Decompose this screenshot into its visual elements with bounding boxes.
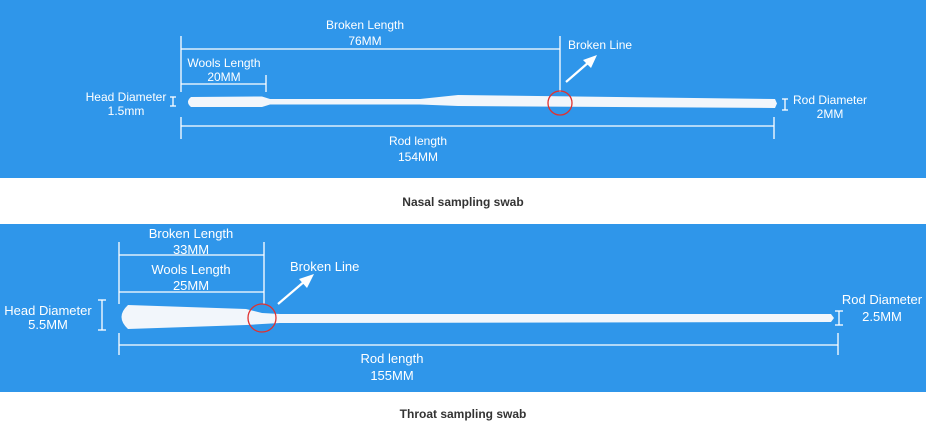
throat-swab-diagram: Broken Length 33MM Wools Length 25MM Bro… [4, 226, 923, 383]
nasal-head-diameter-marker [170, 96, 176, 107]
nasal-rod-diameter-marker [782, 98, 788, 111]
nasal-rod-length-label: Rod length [389, 134, 447, 148]
nasal-swab-diagram: Broken Length 76MM Wools Length 20MM Bro… [86, 18, 867, 164]
nasal-caption: Nasal sampling swab [402, 195, 524, 209]
nasal-broken-length-label: Broken Length [326, 18, 404, 32]
nasal-rod-length-value: 154MM [398, 150, 438, 164]
nasal-broken-line-marker [547, 90, 573, 116]
nasal-swab-shape [188, 95, 777, 108]
throat-rod-diameter-marker [835, 310, 843, 326]
nasal-swab-panel: Broken Length 76MM Wools Length 20MM Bro… [0, 0, 926, 178]
throat-head-diameter-label: Head Diameter [4, 303, 92, 318]
throat-broken-line-arrow-icon [277, 274, 314, 305]
nasal-broken-line-label: Broken Line [568, 38, 632, 52]
throat-broken-line-label: Broken Line [290, 259, 359, 274]
throat-caption: Throat sampling swab [399, 407, 527, 421]
throat-broken-length-dimension [118, 242, 265, 304]
nasal-head-diameter-value: 1.5mm [108, 104, 145, 118]
throat-rod-diameter-value: 2.5MM [862, 309, 902, 324]
throat-rod-length-value: 155MM [370, 368, 413, 383]
nasal-broken-length-value: 76MM [348, 34, 381, 48]
throat-rod-length-dimension [118, 333, 839, 355]
throat-swab-shape [121, 305, 834, 329]
nasal-wools-length-value: 20MM [207, 70, 240, 84]
throat-head-diameter-value: 5.5MM [28, 317, 68, 332]
nasal-broken-line-arrow-icon [565, 55, 597, 83]
nasal-rod-diameter-value: 2MM [817, 107, 844, 121]
throat-broken-length-label: Broken Length [149, 226, 234, 241]
nasal-rod-length-dimension [180, 117, 775, 139]
nasal-rod-diameter-label: Rod Diameter [793, 93, 867, 107]
throat-wools-length-label: Wools Length [151, 262, 230, 277]
throat-broken-line-marker [247, 303, 277, 333]
nasal-head-diameter-label: Head Diameter [86, 90, 167, 104]
nasal-wools-length-dimension [181, 75, 267, 92]
throat-rod-diameter-label: Rod Diameter [842, 292, 923, 307]
nasal-wools-length-label: Wools Length [187, 56, 260, 70]
throat-rod-length-label: Rod length [361, 351, 424, 366]
throat-broken-length-value: 33MM [173, 242, 209, 257]
throat-head-diameter-marker [98, 299, 106, 331]
nasal-broken-length-dimension [180, 36, 561, 92]
throat-swab-panel: Broken Length 33MM Wools Length 25MM Bro… [0, 224, 926, 392]
throat-wools-length-value: 25MM [173, 278, 209, 293]
